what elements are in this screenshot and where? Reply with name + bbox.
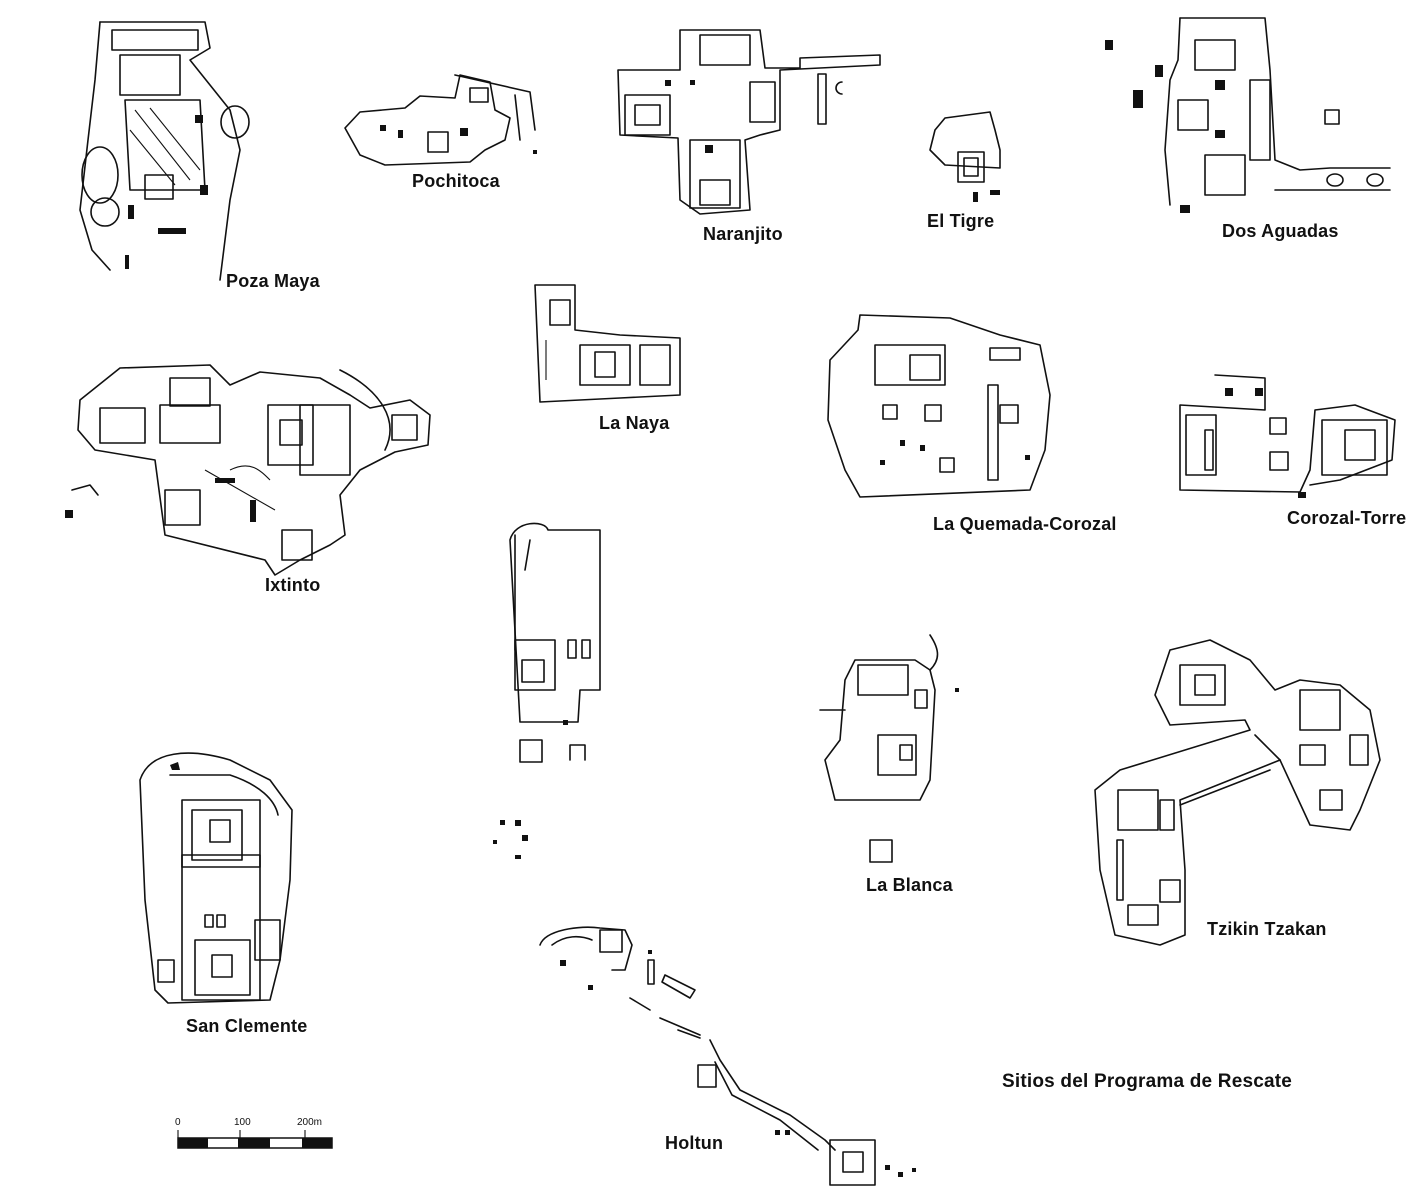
site-label-corozal-torre: Corozal-Torre — [1287, 508, 1407, 528]
scale-tick-200m: 200m — [297, 1117, 323, 1128]
site-plan-san-clemente — [139, 752, 293, 1004]
scale-tick-0: 0 — [175, 1117, 181, 1128]
site-label-el-tigre: El Tigre — [927, 211, 995, 231]
scale-bar — [177, 1130, 333, 1149]
site-plan-poza-maya — [79, 21, 250, 281]
site-plan-la-quemada-corozal — [827, 314, 1051, 498]
site-label-la-naya: La Naya — [599, 413, 670, 433]
site-label-ixtinto: Ixtinto — [265, 575, 321, 595]
site-label-naranjito: Naranjito — [703, 224, 783, 244]
site-plan-ixtinto — [65, 364, 431, 576]
site-label-holtun: Holtun — [665, 1133, 724, 1153]
site-plan-pochitoca — [344, 74, 537, 166]
site-plan-tzikin-tzakan — [1094, 639, 1381, 946]
site-plan-corozal-torre — [1179, 374, 1396, 498]
site-label-la-blanca: La Blanca — [866, 875, 953, 895]
site-plan-naranjito — [617, 29, 881, 215]
site-plan-holtun — [539, 926, 916, 1186]
site-label-dos-aguadas: Dos Aguadas — [1222, 221, 1339, 241]
site-label-pochitoca: Pochitoca — [412, 171, 500, 191]
site-plan-el-tigre — [929, 111, 1001, 202]
site-label-tzikin-tzakan: Tzikin Tzakan — [1207, 919, 1327, 939]
site-label-san-clemente: San Clemente — [186, 1016, 308, 1036]
site-plan-la-blanca — [819, 634, 959, 863]
site-plan-la-naya — [534, 284, 681, 403]
map-title: Sitios del Programa de Rescate — [1002, 1071, 1293, 1092]
site-plan-dos-aguadas — [1105, 17, 1391, 213]
site-label-poza-maya: Poza Maya — [226, 271, 320, 291]
site-plan-unlabeled-center — [493, 522, 601, 859]
site-label-la-quemada-corozal: La Quemada-Corozal — [933, 514, 1117, 534]
scale-tick-100: 100 — [234, 1117, 251, 1128]
